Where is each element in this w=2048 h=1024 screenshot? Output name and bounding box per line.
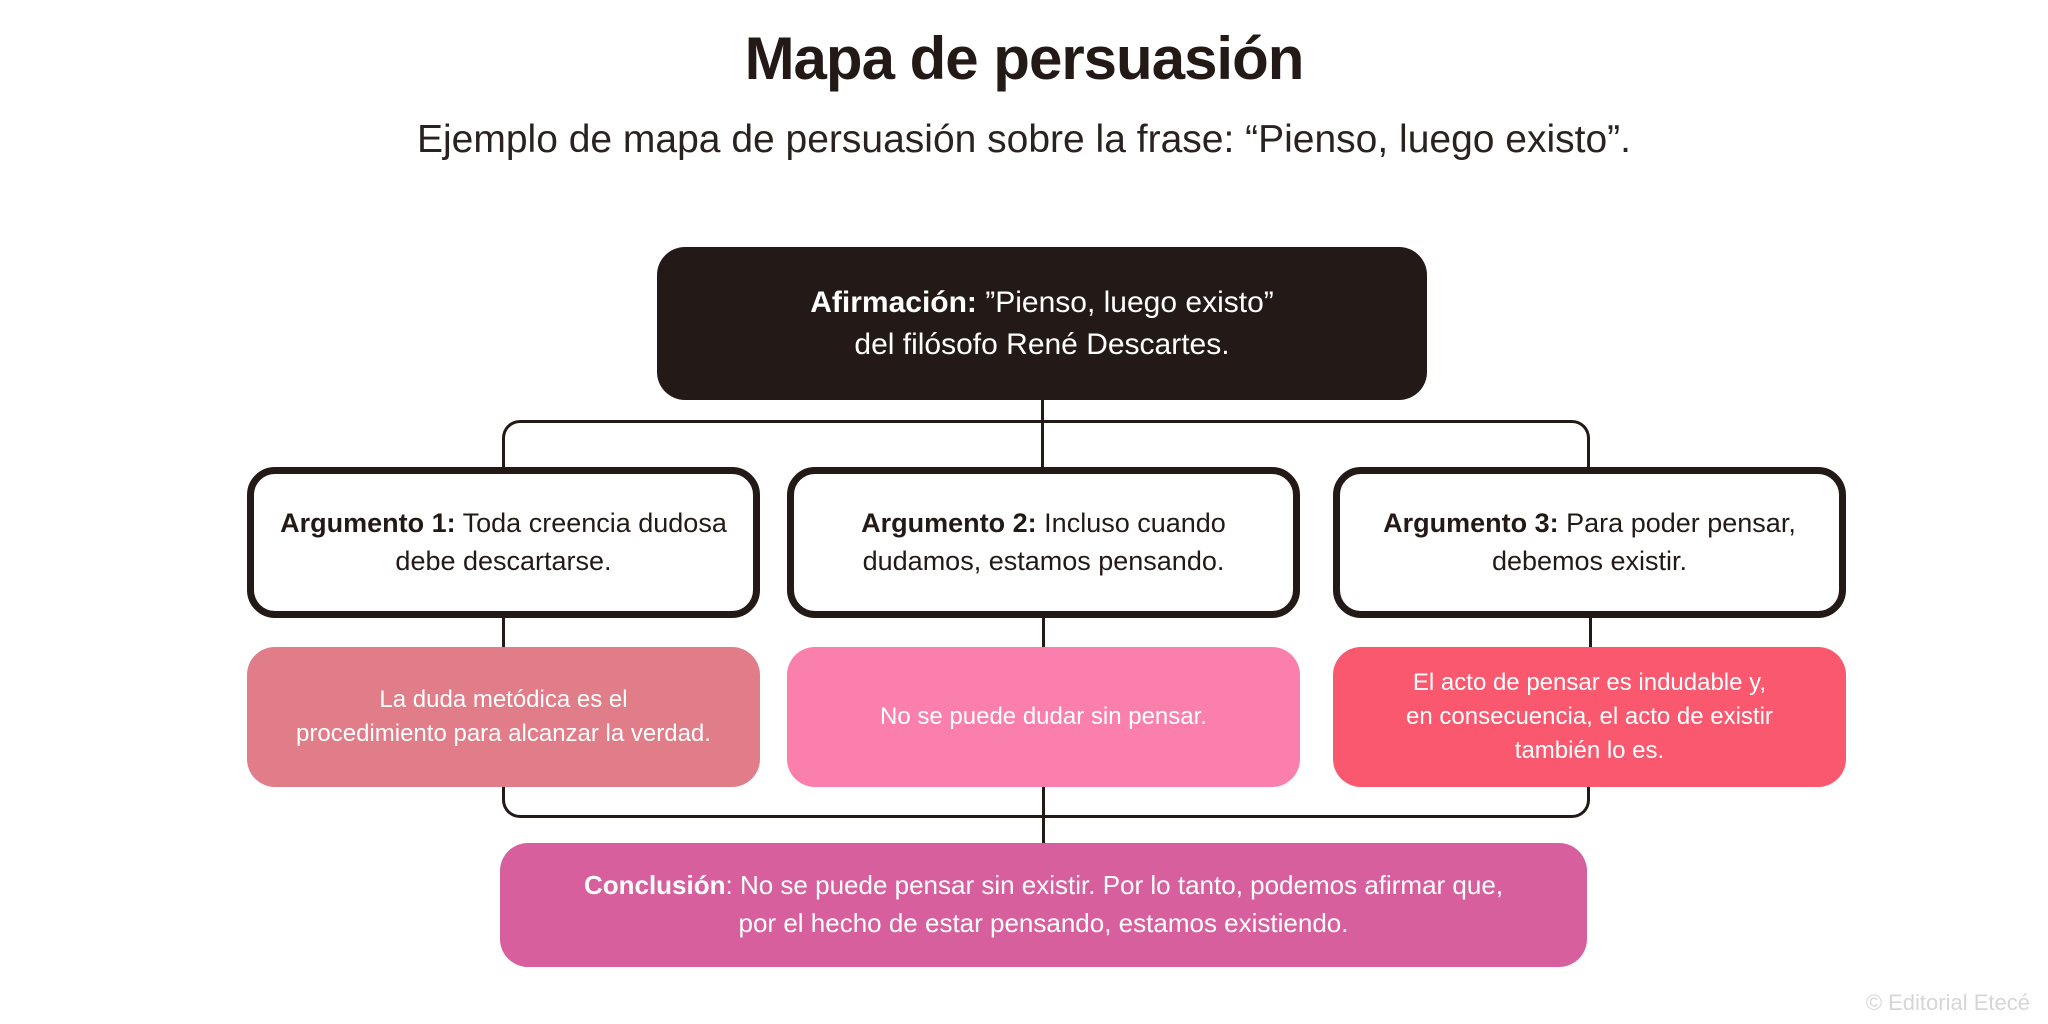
publisher-credit: © Editorial Etecé [1865, 990, 2030, 1015]
support-2-box: No se puede dudar sin pensar. [787, 647, 1300, 787]
argument-3-text: Argumento 3: Para poder pensar,debemos e… [1383, 505, 1796, 581]
connector-argument-3-to-support-3 [1589, 618, 1592, 647]
argument-3-body: Para poder pensar,debemos existir. [1491, 507, 1796, 576]
support-2-text: No se puede dudar sin pensar. [880, 702, 1207, 730]
affirmation-text: Afirmación: ”Pienso, luego existo”del fi… [810, 282, 1274, 365]
connector-bracket-top [502, 420, 1590, 467]
connector-supports-to-conclusion [1042, 787, 1045, 843]
connector-bracket-bottom [502, 787, 1590, 818]
argument-3-label: Argumento 3: [1383, 507, 1559, 538]
connector-argument-2-to-support-2 [1042, 618, 1045, 647]
conclusion-text: Conclusión: No se puede pensar sin exist… [584, 867, 1503, 942]
argument-3-box: Argumento 3: Para poder pensar,debemos e… [1333, 467, 1846, 618]
support-3-text: El acto de pensar es indudable y,en cons… [1406, 668, 1773, 765]
conclusion-box: Conclusión: No se puede pensar sin exist… [500, 843, 1587, 967]
page-title: Mapa de persuasión [744, 25, 1305, 92]
affirmation-box: Afirmación: ”Pienso, luego existo”del fi… [657, 247, 1427, 400]
conclusion-body: : No se puede pensar sin existir. Por lo… [725, 870, 1504, 938]
page-subtitle: Ejemplo de mapa de persuasión sobre la f… [416, 118, 1631, 161]
connector-argument-1-to-support-1 [502, 618, 505, 647]
affirmation-body: ”Pienso, luego existo”del filósofo René … [854, 286, 1274, 361]
conclusion-label: Conclusión [583, 870, 726, 901]
argument-2-label: Argumento 2: [861, 507, 1037, 538]
affirmation-label: Afirmación: [810, 286, 977, 320]
support-3-box: El acto de pensar es indudable y,en cons… [1333, 647, 1846, 787]
connector-affirmation-to-arguments [1041, 399, 1044, 467]
argument-1-label: Argumento 1: [280, 507, 456, 538]
